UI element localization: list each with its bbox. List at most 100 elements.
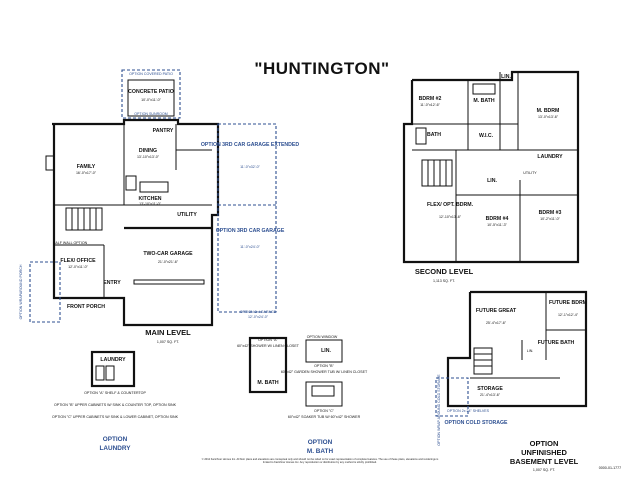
kitchen-island (139, 181, 169, 193)
washer-icon (95, 365, 105, 381)
bath-option-c-text: 60"x42" SOAKER TUB W/ 60"x42" SHOWER (288, 415, 361, 419)
basement-caption-3: BASEMENT LEVEL (510, 457, 579, 466)
future-bdrm-dim: 12'-1"x12'-4" (558, 313, 579, 317)
garage-door (133, 279, 205, 285)
plan-title: "HUNTINGTON" (254, 59, 389, 78)
lin-mid-label: LIN. (487, 178, 497, 184)
basement-caption-1: OPTION (530, 439, 559, 448)
dining-label: DINING (139, 148, 157, 154)
concrete-patio-dim: 10'-0"x11'-0" (141, 98, 162, 102)
utility-label: UTILITY (177, 212, 197, 218)
vanity-icon (415, 127, 427, 145)
bdrm3-dim: 10'-2"x11'-0" (540, 217, 561, 221)
two-car-garage-label: TWO-CAR GARAGE (143, 251, 193, 257)
laundry-note-c: OPTION "C" UPPER CABINETS W/ SINK & LOWE… (52, 415, 179, 419)
second-level-caption: SECOND LEVEL (415, 267, 474, 276)
second-stairs (421, 159, 453, 187)
future-bdrm-label: FUTURE BDRM (549, 300, 587, 306)
option-3rd-garage-bottom-label: OPTION 3rd GARAGE (240, 310, 277, 314)
option-3rd-garage-bottom-dim: 12'-0"x24'-0" (248, 315, 269, 319)
dryer-icon (105, 365, 115, 381)
bath-option-lin-label: LIN. (321, 348, 331, 354)
bath-option-title-2: M. BATH (307, 448, 334, 455)
option-wraparound-porch-outline (29, 261, 61, 323)
main-level-caption: MAIN LEVEL (145, 328, 191, 337)
basement-lin-label: LIN. (527, 349, 534, 353)
main-level-sqft: 1,007 SQ. FT. (157, 340, 179, 344)
entry-label: ENTRY (103, 280, 121, 286)
concrete-patio-label: CONCRETE PATIO (128, 89, 174, 95)
copyright-text: © 2012 Kartchner Homes Inc. All floor pl… (201, 458, 439, 465)
kitchen-label: KITCHEN (138, 196, 161, 202)
future-bath-label: FUTURE BATH (538, 340, 575, 346)
storage-label: STORAGE (477, 386, 503, 392)
option-covered-patio-label: OPTION COVERED PATIO (129, 72, 173, 76)
laundry-note-a: OPTION "A" SHELF & COUNTERTOP (84, 391, 146, 395)
future-great-dim: 25'-4"x17'-6" (486, 321, 507, 325)
family-label: FAMILY (77, 164, 96, 170)
bath-option-b-walls (305, 339, 343, 363)
tub-icon (472, 83, 496, 95)
option-garage-label: OPTION 3RD CAR GARAGE (216, 228, 285, 234)
laundry-label: LAUNDRY (537, 154, 563, 160)
option-cold-storage-label: OPTION COLD STORAGE (444, 420, 508, 426)
bdrm4-dim: 10'-5"x11'-3" (487, 223, 508, 227)
option-wrap-around-label: OPTION WRAP AROUND COLD STORAGE (437, 374, 441, 446)
option-shelves-label: OPTION 2x 24" SHELVES (447, 409, 490, 413)
laundry-option-detail: LAUNDRY OPTION "A" SHELF & COUNTERTOP OP… (52, 350, 179, 452)
fireplace-icon (45, 155, 55, 171)
second-exterior-walls (402, 70, 580, 264)
plan-code: 0000-01-1777 (599, 466, 621, 470)
main-level-plan: OPTION COVERED PATIO CONCRETE PATIO 10'-… (19, 69, 300, 344)
m-bdrm-dim: 13'-0"x13'-6" (538, 115, 559, 119)
concrete-patio-outline (127, 79, 175, 117)
laundry-option-label: LAUNDRY (100, 357, 126, 363)
dining-dim: 13'-10"x13'-0" (137, 155, 160, 159)
basement-caption-2: UNFINISHED (521, 448, 567, 457)
flex-opt-bdrm-label: FLEX/ OPT. BDRM. (427, 202, 474, 208)
main-exterior-walls (52, 118, 220, 327)
kitchen-dim: 13'-10"x11'-0" (139, 202, 162, 206)
basement-plan: FUTURE GREAT 25'-4"x17'-6" FUTURE BDRM 1… (435, 290, 588, 472)
m-bath-label: M. BATH (473, 98, 494, 104)
bdrm2-dim: 11'-0"x12'-6" (420, 103, 441, 107)
bath-option-c-walls (305, 381, 343, 407)
wic-label: W.I.C. (479, 133, 494, 139)
basement-exterior-walls (446, 290, 588, 408)
second-utility-label: UTILITY (523, 171, 537, 175)
option-garage-dim: 11'-0"x24'-0" (240, 245, 261, 249)
laundry-note-b: OPTION "B" UPPER CABINETS W/ SINK & COUN… (54, 403, 177, 407)
pantry-label: PANTRY (153, 128, 174, 134)
main-stairs (65, 207, 103, 231)
basement-stairs (473, 347, 493, 375)
option-wraparound-porch-label: OPTION WRAPAROUND PORCH (19, 264, 23, 319)
bath-option-b-title: OPTION "B" (314, 364, 334, 368)
second-level-sqft: 1,113 SQ. FT. (433, 279, 455, 283)
laundry-option-walls (90, 350, 136, 388)
front-porch-label: FRONT PORCH (67, 304, 105, 310)
family-dim: 16'-0"x17'-0" (76, 171, 97, 175)
bath-option-a-title: OPTION "A" (258, 338, 278, 342)
option-3rd-car-extended-label: OPTION 3RD CAR GARAGE EXTENDED (201, 142, 300, 148)
copyright-block: © 2012 Kartchner Homes Inc. All floor pl… (201, 458, 439, 465)
bath-option-b-text: 60"x42" GARDEN SHOWER TUB W/ LINEN CLOSE… (281, 370, 368, 374)
bath-option-c-title: OPTION "C" (314, 409, 335, 413)
bath-option-detail: OPTION "A" 60"x42" SHOWER W/ LINEN CLOSE… (237, 335, 368, 455)
m-bdrm-label: M. BDRM (537, 108, 560, 114)
flex-opt-bdrm-dim: 12'-10"x13'-6" (439, 215, 462, 219)
basement-sqft: 1,007 SQ. FT. (533, 468, 555, 472)
option-cold-storage-outline (435, 377, 469, 417)
flex-office-label: FLEX/ OFFICE (60, 258, 96, 264)
bdrm4-label: BDRM #4 (486, 216, 509, 222)
bath-option-a-text: 60"x42" SHOWER W/ LINEN CLOSET (237, 344, 300, 348)
second-level-plan: BDRM #2 11'-0"x12'-6" LIN. M. BATH M. BD… (402, 70, 580, 283)
storage-dim: 21'-4"x13'-6" (480, 393, 501, 397)
option-covered-patio-outline (121, 69, 181, 119)
bath-option-window-label: OPTION WINDOW (307, 335, 338, 339)
option-sunroom-label: OPTION SUNROOM (134, 112, 168, 116)
bath-label: BATH (427, 132, 441, 138)
bath-option-title-1: OPTION (308, 439, 333, 446)
option-3rd-car-extended-dim: 11'-0"x32'-0" (240, 165, 261, 169)
soaker-tub-icon (311, 385, 335, 397)
